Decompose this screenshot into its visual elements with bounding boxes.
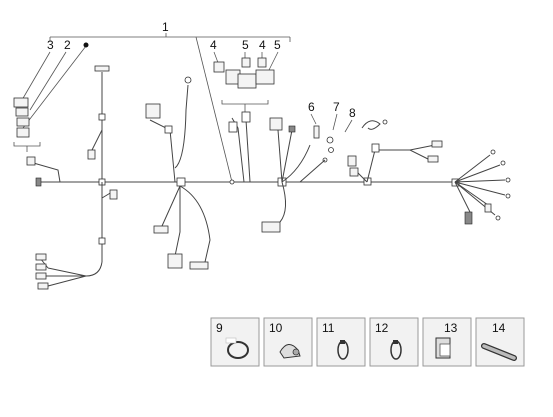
connector-end bbox=[35, 263, 47, 271]
harness-right-center bbox=[261, 117, 388, 233]
screw-item-6 bbox=[313, 125, 320, 139]
callout-7: 7 bbox=[333, 100, 340, 114]
connector-item-3b bbox=[15, 107, 29, 117]
connector-plug bbox=[261, 221, 281, 233]
connector-small bbox=[109, 189, 118, 200]
callout-4b: 4 bbox=[259, 38, 266, 52]
connector-item-2b bbox=[16, 127, 30, 138]
connector-end bbox=[35, 272, 47, 280]
nut-item-7 bbox=[326, 136, 334, 144]
callout-8: 8 bbox=[349, 106, 356, 120]
connector bbox=[371, 143, 380, 153]
callout-5a: 5 bbox=[242, 38, 249, 52]
terminal bbox=[490, 149, 496, 155]
connector-end bbox=[427, 155, 439, 163]
leader-lines bbox=[13, 33, 353, 183]
cable-tie-icon bbox=[337, 340, 349, 360]
terminal bbox=[500, 160, 506, 166]
multi-pin-connector bbox=[145, 103, 161, 119]
relay-item-5 bbox=[237, 73, 257, 89]
fuse-holder bbox=[241, 111, 251, 123]
fuse-item-4 bbox=[257, 57, 267, 68]
ring-terminal bbox=[184, 76, 192, 84]
trunk-marker bbox=[229, 179, 235, 185]
hose-clamp-icon bbox=[225, 337, 249, 359]
fuse-item-4 bbox=[241, 57, 251, 68]
callout-6: 6 bbox=[308, 100, 315, 114]
callout-14: 14 bbox=[492, 321, 506, 335]
callout-10: 10 bbox=[269, 321, 283, 335]
callout-2: 2 bbox=[64, 38, 71, 52]
connector bbox=[349, 167, 359, 177]
junction-node bbox=[176, 177, 186, 187]
terminal bbox=[505, 193, 511, 199]
callout-4a: 4 bbox=[210, 38, 217, 52]
fuse-holder bbox=[228, 121, 238, 133]
terminal-top bbox=[94, 65, 110, 72]
connector-small bbox=[87, 149, 96, 160]
connector-end bbox=[464, 211, 473, 225]
callout-13: 13 bbox=[444, 321, 458, 335]
harness-left-branch bbox=[13, 65, 118, 290]
terminal bbox=[505, 177, 511, 183]
cable-clip-icon bbox=[279, 344, 301, 359]
connector-end bbox=[484, 203, 492, 213]
connector-end-left bbox=[35, 177, 42, 187]
connector bbox=[347, 155, 357, 167]
protective-sleeve-icon bbox=[481, 343, 517, 361]
washer-item-7 bbox=[328, 147, 334, 153]
connector-3pin bbox=[153, 225, 169, 234]
accessory-box-11: 11 bbox=[316, 317, 366, 367]
fuse-relay-group bbox=[213, 57, 275, 183]
callout-5b: 5 bbox=[274, 38, 281, 52]
callout-9: 9 bbox=[216, 321, 223, 335]
connector-item-2 bbox=[16, 117, 30, 127]
connector-flat bbox=[189, 261, 209, 270]
connector-item-3 bbox=[13, 97, 29, 108]
accessory-box-10: 10 bbox=[263, 317, 313, 367]
connector-small bbox=[26, 156, 36, 166]
connector-end bbox=[431, 140, 443, 148]
callout-12: 12 bbox=[375, 321, 389, 335]
junction-node bbox=[98, 113, 106, 121]
callout-3: 3 bbox=[47, 38, 54, 52]
accessory-box-9: 9 bbox=[210, 317, 260, 367]
connector-end bbox=[35, 253, 47, 261]
relay-item-5 bbox=[255, 69, 275, 85]
fuse-item-4 bbox=[213, 61, 225, 73]
connector-end bbox=[37, 282, 49, 290]
harness-center-branches bbox=[145, 76, 235, 270]
accessory-row: 9 10 11 12 bbox=[210, 317, 525, 367]
connector-large bbox=[167, 253, 183, 269]
cable-tie-icon bbox=[390, 340, 402, 360]
bracket-icon bbox=[435, 337, 451, 359]
callout-1: 1 bbox=[162, 20, 169, 34]
terminal bbox=[495, 215, 501, 221]
connector-small bbox=[288, 125, 296, 133]
connector bbox=[269, 117, 283, 131]
junction-node bbox=[164, 125, 173, 134]
junction-node bbox=[98, 237, 106, 245]
harness-right-branches bbox=[347, 140, 511, 225]
accessory-box-14: 14 bbox=[475, 317, 525, 367]
callout-11: 11 bbox=[322, 321, 335, 335]
accessory-box-12: 12 bbox=[369, 317, 419, 367]
accessory-box-13: 13 bbox=[422, 317, 472, 367]
